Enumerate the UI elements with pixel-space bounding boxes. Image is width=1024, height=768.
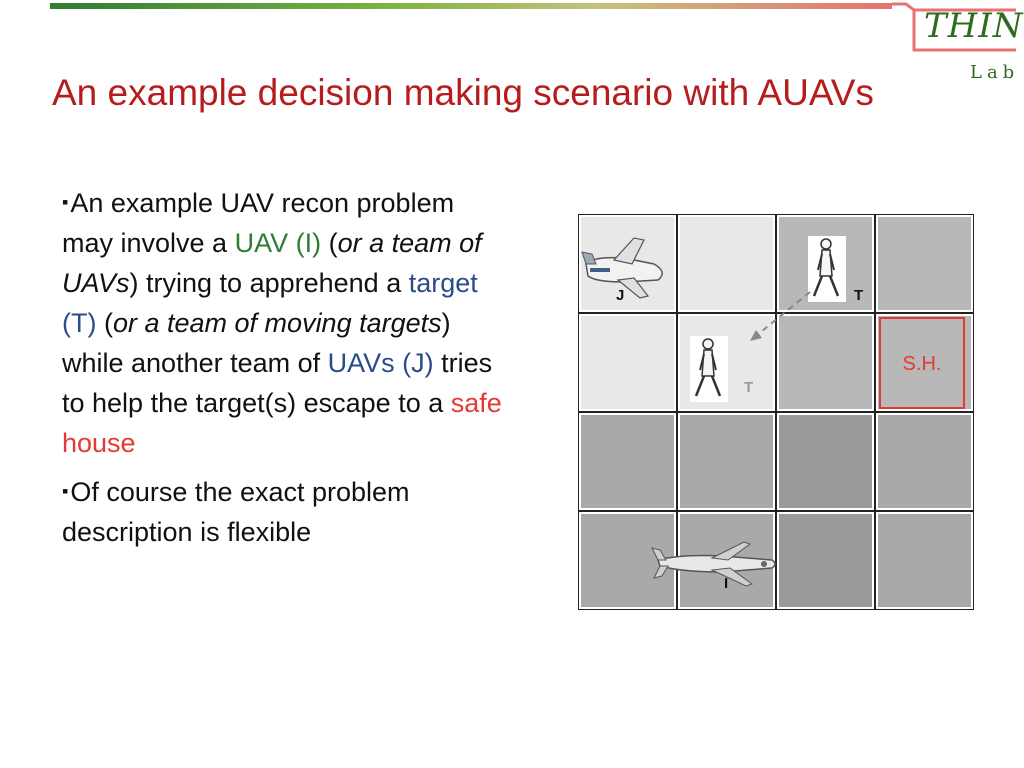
- safe-house-box: [879, 317, 965, 409]
- segment-uavs-j: UAVs (J): [327, 348, 434, 378]
- bullet-2: ▪Of course the exact problem description…: [62, 471, 502, 552]
- logo-sub: Lab: [970, 62, 1020, 83]
- grid-cell: [581, 415, 674, 508]
- segment-uav-i: UAV (I): [234, 228, 322, 258]
- label-t-next: T: [744, 379, 753, 396]
- bullet-list: ▪An example UAV recon problem may involv…: [62, 182, 502, 560]
- grid-cell: [680, 415, 773, 508]
- grid-cell: [878, 217, 971, 310]
- label-t-start: T: [854, 287, 863, 304]
- target-person-icon: [808, 236, 846, 302]
- label-i: I: [724, 575, 728, 592]
- grid-lines: [578, 214, 974, 610]
- grid-cell: [581, 316, 674, 409]
- segment: (: [96, 308, 113, 338]
- drone-i-icon: [651, 541, 776, 587]
- segment: tries to help the target(s) escape to a: [62, 348, 493, 418]
- target-person-next-icon: [690, 336, 728, 402]
- segment: Of course the exact problem description …: [62, 477, 410, 547]
- logo-word: THINC: [924, 6, 1024, 46]
- label-j: J: [616, 287, 624, 304]
- movement-arrow-icon: [750, 291, 811, 341]
- segment: ) trying to apprehend a: [129, 268, 409, 298]
- segment: (: [321, 228, 338, 258]
- bullet-marker-icon: ▪: [62, 481, 69, 501]
- bullet-1: ▪An example UAV recon problem may involv…: [62, 182, 502, 463]
- scenario-grid: J T T S.H. I: [578, 214, 974, 610]
- plane-j-icon: [581, 237, 663, 299]
- grid-cell: [779, 514, 872, 607]
- label-safe-house: S.H.: [903, 353, 942, 375]
- segment: ) while another team of: [62, 308, 451, 378]
- grid-cell: [779, 316, 872, 409]
- grid-cell: [878, 514, 971, 607]
- grid-cell: [680, 217, 773, 310]
- logo-frame-shape: [892, 2, 1016, 52]
- thinc-lab-logo: THINC Lab: [892, 2, 1024, 94]
- top-accent-bar: [50, 3, 892, 9]
- slide-title: An example decision making scenario with…: [52, 72, 874, 113]
- grid-cell: [878, 415, 971, 508]
- segment: An example UAV recon problem may involve…: [62, 188, 455, 258]
- bullet-marker-icon: ▪: [62, 192, 69, 212]
- segment-safe-house: safe house: [62, 388, 502, 458]
- segment-team-targets: or a team of moving targets: [112, 308, 442, 338]
- grid-cell: [779, 415, 872, 508]
- segment-target-t: target (T): [62, 268, 478, 338]
- segment-team-uavs: or a team of UAVs: [62, 228, 482, 298]
- grid-cell-safe-house: [878, 316, 971, 409]
